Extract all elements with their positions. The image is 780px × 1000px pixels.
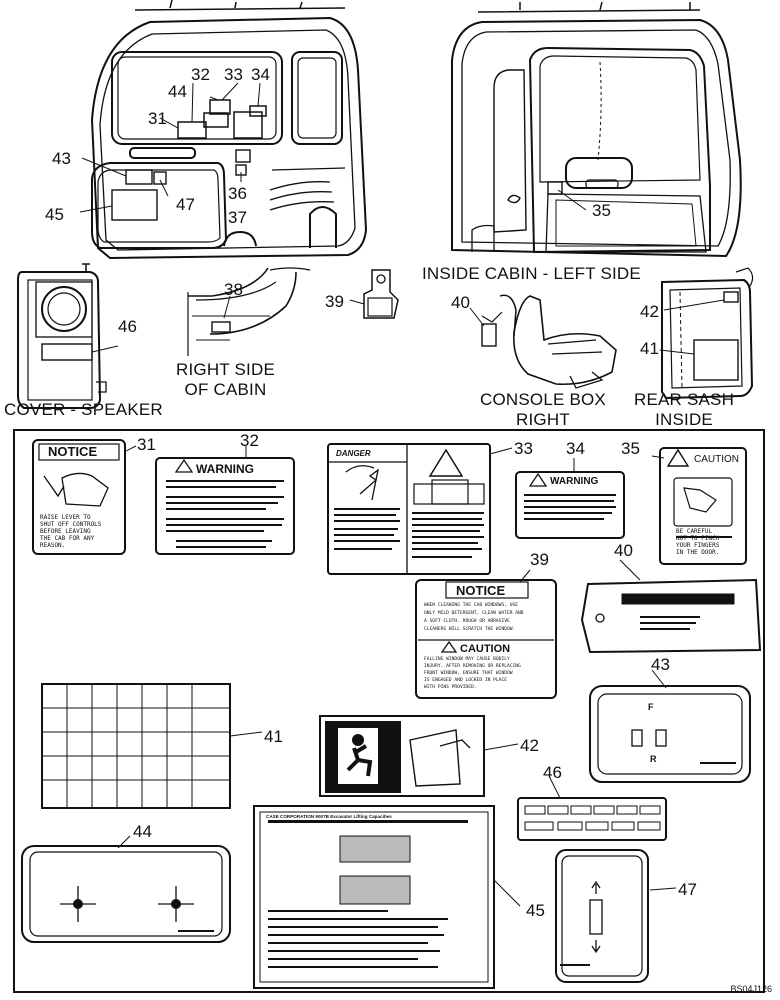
decal-43-letter-f: F — [648, 702, 654, 712]
decal-43-letter-r: R — [650, 754, 657, 764]
callout-44-upper: 44 — [168, 82, 187, 101]
callout-46: 46 — [543, 763, 562, 782]
callout-31: 31 — [137, 435, 156, 454]
caption-cover-speaker: COVER - SPEAKER — [4, 400, 163, 419]
callout-40-upper: 40 — [451, 293, 470, 312]
decal-35-body: BE CAREFUL NOT TO PINCH YOUR FINGERS IN … — [676, 528, 720, 556]
callout-41-upper: 41 — [640, 339, 659, 358]
callout-45-upper: 45 — [45, 205, 64, 224]
callout-31-upper: 31 — [148, 109, 167, 128]
callout-47: 47 — [678, 880, 697, 899]
decal-35-title: CAUTION — [694, 454, 739, 465]
decal-32-title: WARNING — [196, 462, 254, 476]
decal-39-notice-body: WHEN CLEANING THE CAB WINDOWS, USE ONLY … — [424, 603, 524, 632]
callout-33: 33 — [514, 439, 533, 458]
decal-31-title: NOTICE — [48, 444, 98, 459]
callout-43: 43 — [651, 655, 670, 674]
callout-32: 32 — [240, 431, 259, 450]
decal-31-body: RAISE LEVER TO SHUT OFF CONTROLS BEFORE … — [40, 514, 102, 549]
caption-console-box-right: CONSOLE BOX RIGHT — [480, 390, 606, 429]
callout-40: 40 — [614, 541, 633, 560]
caption-rear-sash-inside: REAR SASH INSIDE — [634, 390, 735, 429]
callout-38: 38 — [224, 280, 243, 299]
callout-43-upper: 43 — [52, 149, 71, 168]
callout-46-upper: 46 — [118, 317, 137, 336]
callout-42: 42 — [520, 736, 539, 755]
callout-41: 41 — [264, 727, 283, 746]
callout-42-upper: 42 — [640, 302, 659, 321]
callout-39: 39 — [530, 550, 549, 569]
callout-45: 45 — [526, 901, 545, 920]
callout-35: 35 — [621, 439, 640, 458]
decal-34-title: WARNING — [550, 476, 599, 487]
caption-inside-cabin-left-side: INSIDE CABIN - LEFT SIDE — [422, 264, 641, 283]
callout-47-upper: 47 — [176, 195, 195, 214]
callout-35-upper: 35 — [592, 201, 611, 220]
callout-44: 44 — [133, 822, 152, 841]
callout-34: 34 — [566, 439, 585, 458]
decal-39-notice-title: NOTICE — [456, 583, 506, 598]
decal-45-title: CASE CORPORATION 9007B Excavator Lifting… — [266, 814, 392, 819]
decal-39-caution-body: FALLING WINDOW MAY CAUSE BODILY INJURY. … — [424, 657, 521, 690]
decal-39-caution-title: CAUTION — [460, 643, 511, 655]
callout-37: 37 — [228, 208, 247, 227]
callout-32-upper: 32 — [191, 65, 210, 84]
callout-34-upper: 34 — [251, 65, 270, 84]
caption-right-side-of-cabin: RIGHT SIDE OF CABIN — [176, 360, 275, 399]
decal-33-title: DANGER — [336, 449, 371, 458]
callout-39-upper: 39 — [325, 292, 344, 311]
callout-33-upper: 33 — [224, 65, 243, 84]
drawing-reference-code: BS04J126 — [730, 984, 772, 994]
callout-36: 36 — [228, 184, 247, 203]
